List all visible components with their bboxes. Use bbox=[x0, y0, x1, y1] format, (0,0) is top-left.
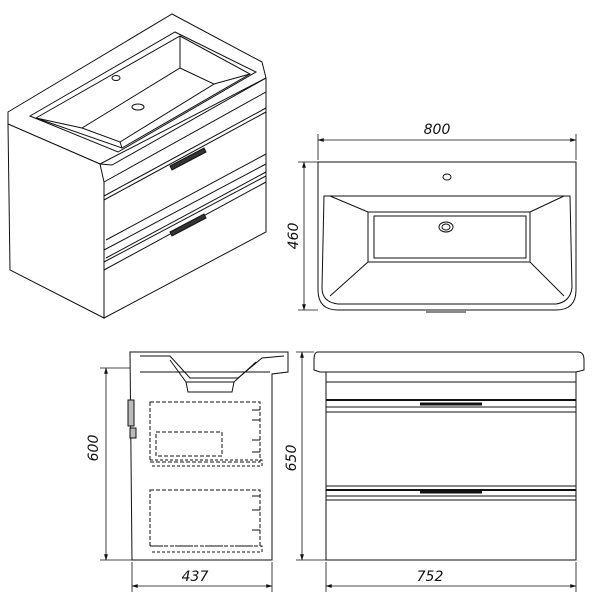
dimension-front-width: 752 bbox=[325, 562, 577, 592]
dim-label-600: 600 bbox=[86, 435, 102, 462]
side-section-view bbox=[127, 351, 289, 561]
dim-label-800: 800 bbox=[424, 122, 451, 138]
front-view bbox=[313, 351, 585, 561]
dimension-side-height: 600 bbox=[86, 367, 132, 561]
top-view bbox=[317, 161, 577, 313]
dimension-side-depth: 437 bbox=[131, 562, 273, 592]
dim-label-437: 437 bbox=[182, 569, 209, 585]
dimension-front-height: 650 bbox=[284, 351, 326, 561]
dim-label-752: 752 bbox=[417, 569, 444, 585]
dim-label-460: 460 bbox=[286, 223, 302, 250]
dimension-top-depth: 460 bbox=[286, 161, 318, 311]
isometric-view bbox=[7, 13, 267, 319]
dim-label-650: 650 bbox=[284, 445, 300, 472]
dimension-top-width: 800 bbox=[317, 122, 577, 160]
